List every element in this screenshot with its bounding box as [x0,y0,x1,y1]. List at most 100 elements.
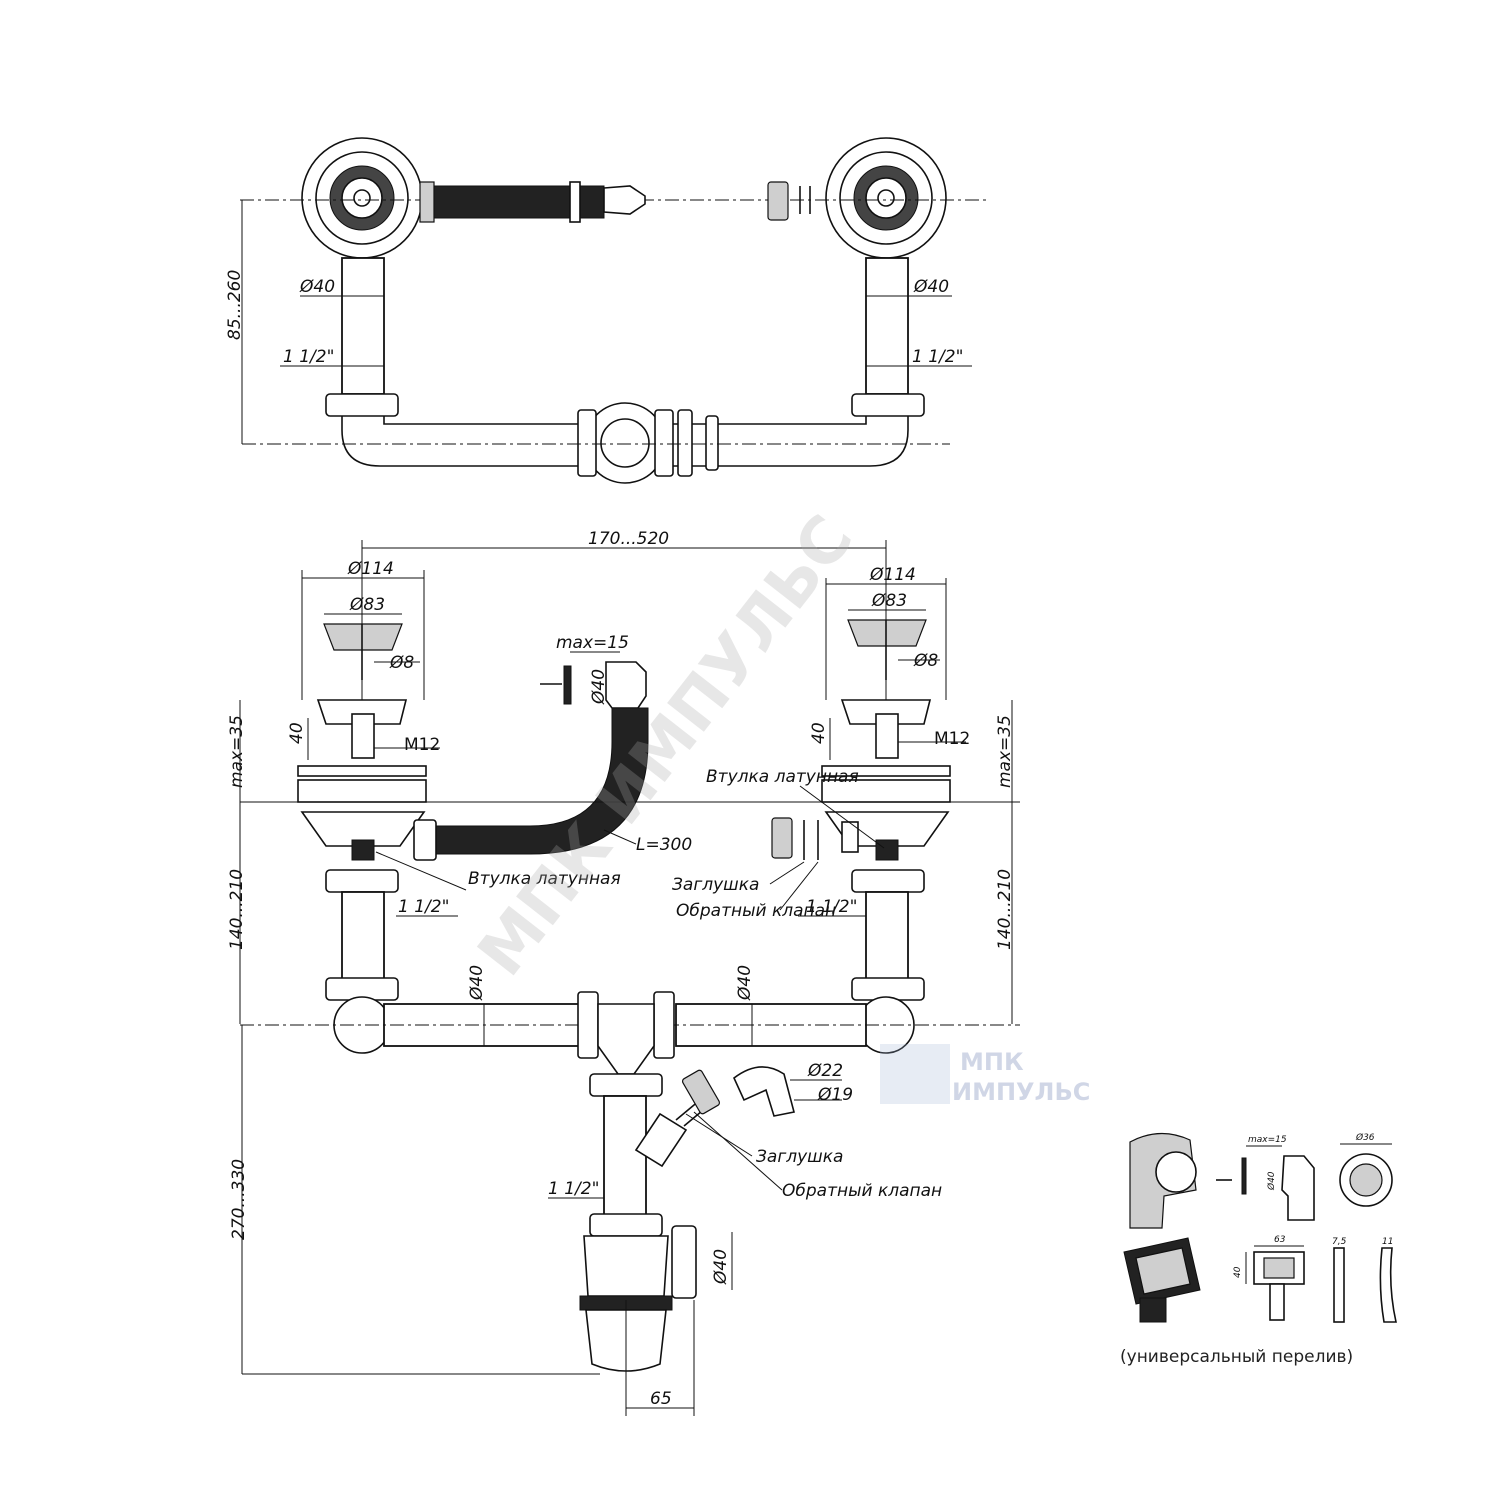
top-hose-nut [419,181,435,223]
siphon-bottle-upper [583,1235,669,1297]
overflow-head [605,661,647,709]
label-bushing-right-l1: Втулка латунная [706,767,859,787]
inset-overflow-grate [1155,1151,1197,1193]
label-m12-right: M12 [934,729,970,749]
siphon-pipe [603,1095,647,1219]
top-tee-cap [705,415,719,471]
top-view: 85...260 Ø40 1 1/2" Ø40 1 1/2" [225,137,990,484]
right-brass-bushing [875,839,899,861]
leader-bushing-right [799,785,885,849]
left-outlet-body [300,811,426,847]
leader-plug-bottom [685,1113,753,1157]
label-d40-main-left: Ø40 [467,965,487,1001]
inset-round-grate [1349,1163,1383,1197]
label-d8-right: Ø8 [913,651,938,671]
top-left-pipe [341,257,385,395]
siphon-outlet-nut [671,1225,697,1299]
label-h140-right: 140...210 [995,869,1015,950]
tee-nut-right [653,991,675,1059]
label-d83-left: Ø83 [349,595,385,615]
label-m12-left: M12 [404,735,440,755]
left-strainer-rim [315,151,409,245]
tee-nut-left [577,991,599,1059]
watermark-logo-mark [880,1044,950,1104]
leader-hose-length [603,829,637,845]
siphon-mid-nut [589,1213,663,1237]
label-thread-top-right: 1 1/2" [912,347,963,367]
inset-caption: (универсальный перелив) [1120,1347,1353,1367]
label-d40-top-left: Ø40 [299,277,335,297]
top-hose-tip [603,185,646,215]
label-thread-bottom: 1 1/2" [548,1179,599,1199]
right-overflow-inlet [841,821,859,853]
label-d114-right: Ø114 [869,565,916,585]
label-d114-left: Ø114 [347,559,394,579]
inset-label-d36: Ø36 [1355,1132,1375,1143]
label-h270: 270...330 [229,1159,249,1240]
left-brass-bushing [351,839,375,861]
label-d40-trap: Ø40 [711,1249,731,1285]
label-thread-top-left: 1 1/2" [283,347,334,367]
inset-rect-thread [1139,1297,1167,1323]
inset-washer [1241,1157,1247,1195]
label-d40-top-right: Ø40 [913,277,949,297]
top-right-nut [851,393,925,417]
label-hose-length: L=300 [636,835,692,855]
left-drain-body [316,699,408,725]
front-left-upper-nut [325,869,399,893]
right-screw [875,713,899,759]
label-d8-left: Ø8 [389,653,414,673]
left-sink-flange [297,779,427,803]
top-tee-nut-left [577,409,597,477]
inset-rect-opening [1135,1247,1191,1295]
front-right-pipe [865,891,909,981]
left-strainer-center [353,189,371,207]
inset-rect-front-opening [1263,1257,1295,1279]
top-plug [767,181,789,221]
right-basket [847,619,927,647]
label-valve-mid: Обратный клапан [676,901,836,921]
inset-label-max15: max=15 [1248,1135,1287,1145]
inset-label-w63: 63 [1274,1235,1286,1245]
top-hose-ring [569,181,581,223]
label-bushing-left: Втулка латунная [468,869,621,889]
label-d40-main-right: Ø40 [735,965,755,1001]
leader-valve-bottom [693,1111,783,1191]
right-drain-body [840,699,932,725]
top-tee-outlet [600,418,650,468]
inset-label-t75: 7,5 [1332,1237,1347,1247]
overflow-inset: max=15 Ø40 Ø36 63 40 7,5 11 (универсальн… [1120,1132,1397,1367]
leader-valve-mid [779,861,819,911]
front-right-upper-nut [851,869,925,893]
label-plug-bottom: Заглушка [756,1147,843,1167]
overflow-corrugated-hose [429,707,649,855]
label-plug-mid: Заглушка [672,875,759,895]
label-max35-right: max=35 [995,715,1015,788]
dishwasher-elbow [733,1066,795,1117]
label-max15: max=15 [556,633,629,653]
label-d83-right: Ø83 [871,591,907,611]
watermark-logo: МПК ИМПУЛЬС [880,1044,1090,1106]
label-thread-mid-left: 1 1/2" [398,897,449,917]
label-offset65: 65 [650,1389,672,1409]
leader-plug-mid [769,861,805,885]
inset-rect-stem [1269,1283,1285,1321]
top-tee-nut-outer [677,409,693,477]
overflow-hose-nut [413,819,437,861]
inset-label-d40: Ø40 [1266,1171,1277,1191]
top-right-pipe [865,257,909,395]
leader-bushing-left [375,851,467,891]
mid-plug [771,817,793,859]
label-40-left: 40 [287,722,307,744]
right-strainer-center [877,189,895,207]
right-strainer-rim [839,151,933,245]
watermark-logo-line2: ИМПУЛЬС [952,1078,1090,1106]
label-d22: Ø22 [807,1061,843,1081]
label-height-top: 85...260 [225,270,245,340]
inset-profile-1 [1333,1247,1345,1323]
side-inlet [634,1112,688,1168]
right-washer-top [821,765,951,777]
label-d40-overflow: Ø40 [589,669,609,705]
